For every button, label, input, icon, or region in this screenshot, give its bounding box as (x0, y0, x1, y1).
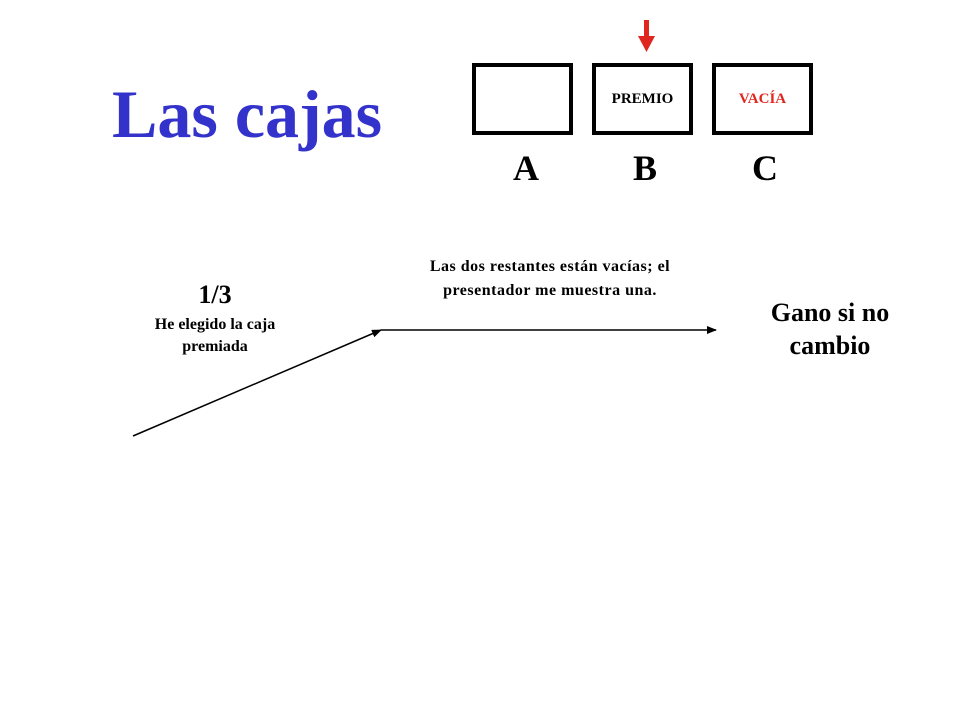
red-down-arrow-icon (638, 20, 655, 52)
branch-label: He elegido la caja premiada (154, 316, 276, 355)
box-a-label: A (513, 148, 539, 188)
page-title: Las cajas (112, 76, 383, 152)
box-c-label: C (752, 148, 778, 188)
host-reveal-note: Las dos restantes están vacías; el prese… (429, 258, 671, 299)
box-b-label: B (632, 148, 657, 188)
box-c-content: VACÍA (738, 90, 787, 107)
branch-probability: 1/3 (198, 280, 232, 309)
outcome-label: Gano si no cambio (770, 298, 890, 360)
box-b: PREMIO (592, 63, 693, 135)
box-c: VACÍA (712, 63, 813, 135)
branch-arrow (132, 329, 382, 437)
box-a (472, 63, 573, 135)
box-b-content: PREMIO (611, 90, 674, 107)
